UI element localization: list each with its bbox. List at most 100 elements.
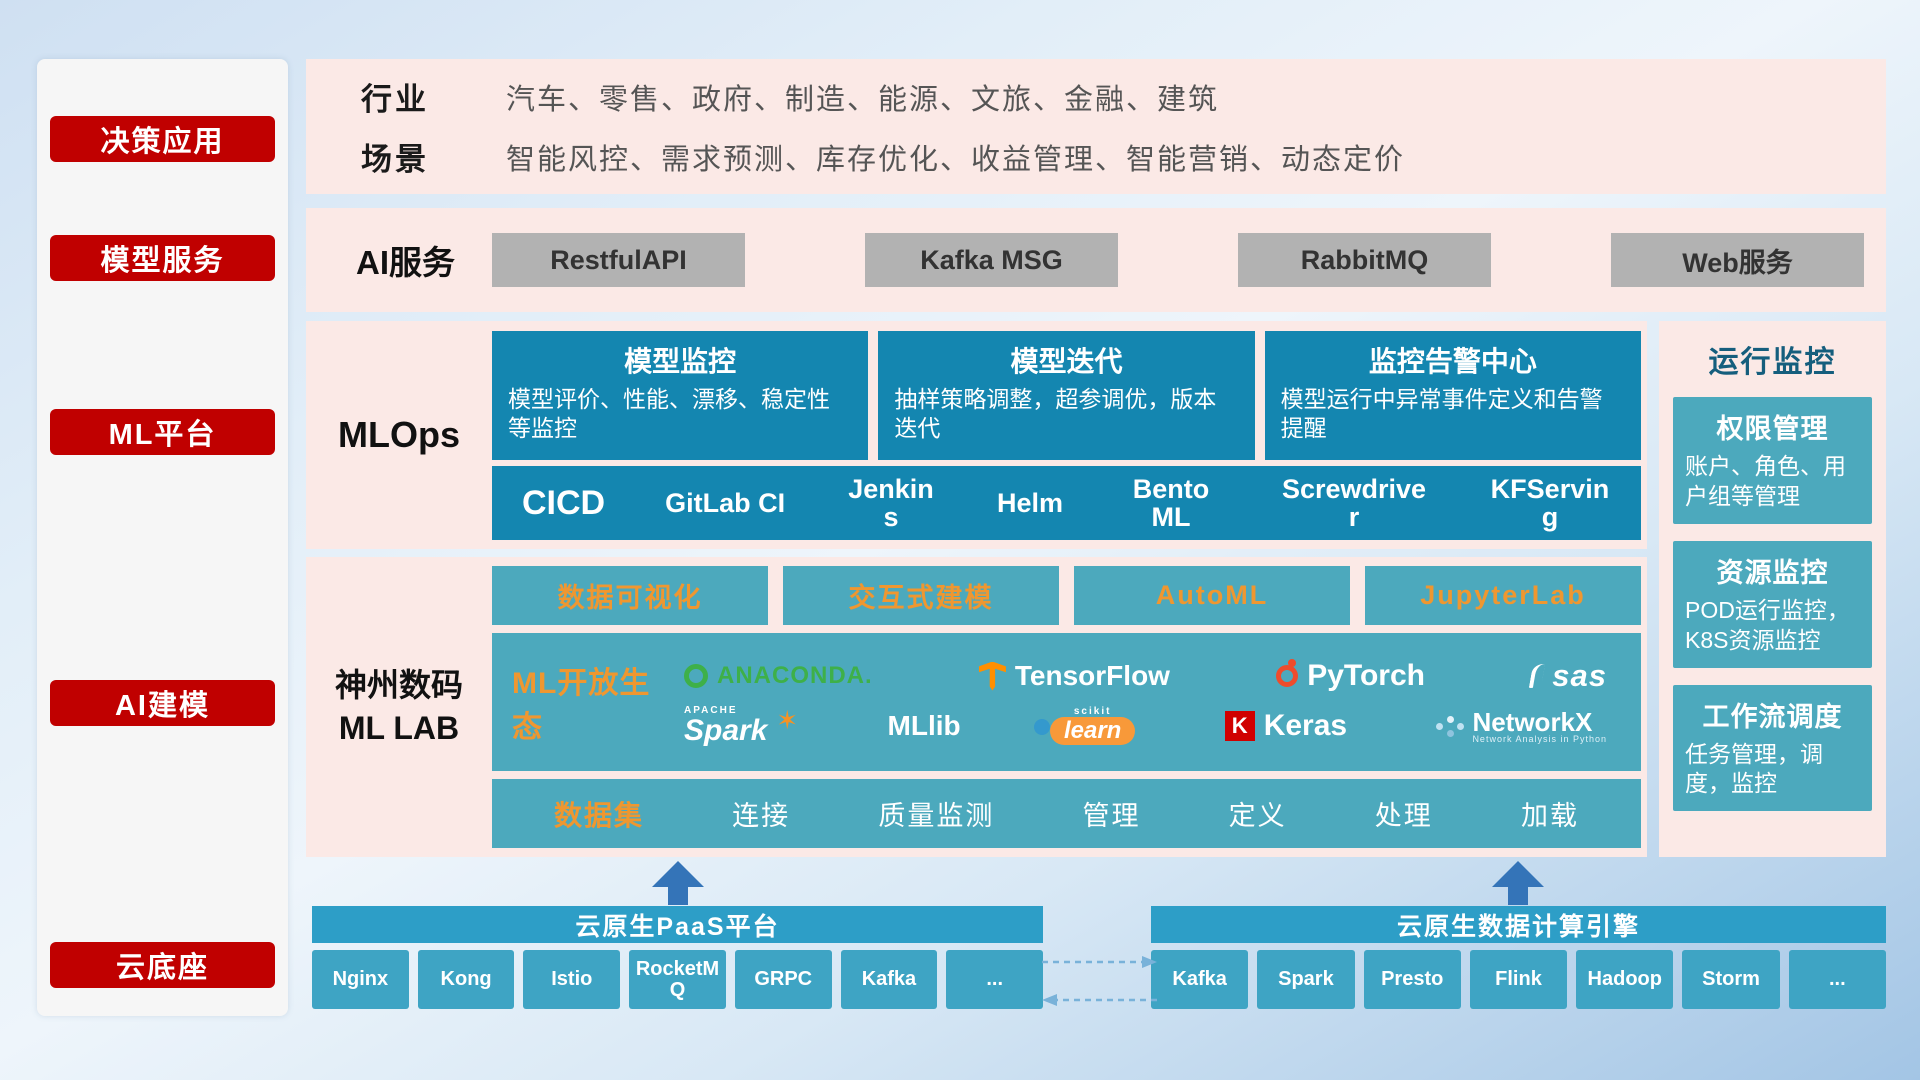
pytorch-label: PyTorch (1307, 659, 1425, 692)
networkx-label: NetworkX (1472, 706, 1593, 737)
data-visualization-button: 数据可视化 (492, 566, 768, 625)
arrow-head (652, 861, 704, 887)
dataset-row: 数据集 连接 质量监测 管理 定义 处理 加载 (492, 779, 1641, 848)
model-monitoring-card: 模型监控 模型评价、性能、漂移、稳定性等监控 (492, 331, 869, 460)
dataset-item-quality: 质量监测 (878, 801, 995, 831)
card-title: 权限管理 (1716, 414, 1829, 444)
kfserving-item: KFServing (1490, 473, 1610, 532)
scenario-label: 场景 (361, 142, 429, 177)
dashed-arrow-left-icon (1042, 994, 1157, 1006)
card-desc: 账户、角色、用户组等管理 (1685, 453, 1846, 509)
web-service-button: Web服务 (1611, 233, 1864, 287)
scikit-circle-icon (1033, 719, 1050, 735)
paas-stack: 云原生PaaS平台 Nginx Kong Istio RocketMQ GRPC… (312, 906, 1044, 1009)
card-desc: 模型评价、性能、漂移、稳定性等监控 (508, 386, 830, 442)
kong-chip: Kong (417, 950, 515, 1009)
sidebar-item-model-service: 模型服务 (50, 235, 275, 281)
tensorflow-logo: TensorFlow (978, 660, 1170, 692)
helm-item: Helm (997, 487, 1064, 518)
sidebar-item-decision-application: 决策应用 (50, 116, 275, 162)
keras-logo: K Keras (1224, 709, 1348, 743)
scenario-row: 场景 智能风控、需求预测、库存优化、收益管理、智能营销、动态定价 (361, 134, 1886, 179)
storm-chip: Storm (1682, 950, 1780, 1009)
spark-chip: Spark (1257, 950, 1355, 1009)
pytorch-flame-icon (1276, 659, 1299, 687)
istio-chip: Istio (523, 950, 621, 1009)
spark-logo: APACHE Spark ✶ (684, 705, 798, 746)
scenario-list: 智能风控、需求预测、库存优化、收益管理、智能营销、动态定价 (506, 143, 1406, 176)
sidebar-item-ai-modeling: AI建模 (50, 680, 275, 726)
sidebar-item-cloud-base: 云底座 (50, 942, 275, 988)
hadoop-chip: Hadoop (1576, 950, 1674, 1009)
sas-logo: sas (1529, 658, 1607, 694)
arrow-head (1492, 861, 1544, 887)
card-title: 模型迭代 (1010, 346, 1123, 377)
ml-ecosystem-block: ML开放生态 ANACONDA. TensorFlow (492, 633, 1641, 771)
keras-label: Keras (1263, 709, 1348, 742)
engine-components: Kafka Spark Presto Flink Hadoop Storm ..… (1151, 950, 1886, 1009)
screwdriver-item: Screwdriver (1281, 473, 1427, 532)
data-engine-stack: 云原生数据计算引擎 Kafka Spark Presto Flink Hadoo… (1151, 906, 1886, 1009)
dataset-item-define: 定义 (1228, 801, 1287, 831)
paas-title-bar: 云原生PaaS平台 (312, 906, 1043, 943)
paas-components: Nginx Kong Istio RocketMQ GRPC Kafka ... (312, 950, 1044, 1009)
ai-service-label: AI服务 (356, 244, 455, 281)
runtime-monitor-panel: 运行监控 权限管理 账户、角色、用户组等管理 资源监控 POD运行监控，K8S资… (1659, 321, 1886, 857)
nginx-chip: Nginx (312, 950, 409, 1009)
card-desc: 模型运行中异常事件定义和告警提醒 (1280, 386, 1603, 442)
scikit-learn-logo: scikit learn (1033, 706, 1136, 745)
presto-chip: Presto (1363, 950, 1461, 1009)
mlops-content: 模型监控 模型评价、性能、漂移、稳定性等监控 模型迭代 抽样策略调整，超参调优，… (492, 321, 1647, 549)
flink-chip: Flink (1469, 950, 1568, 1009)
spark-text: APACHE Spark (684, 706, 767, 746)
interactive-modeling-button: 交互式建模 (783, 566, 1059, 625)
anaconda-label: ANACONDA. (717, 662, 873, 689)
dataset-item-load: 加载 (1520, 801, 1579, 831)
card-title: 工作流调度 (1702, 701, 1843, 732)
scikit-learn-label: learn (1049, 717, 1136, 745)
bentoml-item: BentoML (1132, 473, 1210, 532)
anaconda-logo: ANACONDA. (684, 662, 873, 690)
permission-management-card: 权限管理 账户、角色、用户组等管理 (1673, 397, 1872, 524)
mllib-label: MLlib (887, 710, 961, 741)
ml-ecosystem-label: ML开放生态 (512, 667, 651, 744)
arrow-stem (1508, 887, 1528, 905)
scikit-wrap: scikit learn (1033, 706, 1136, 745)
rocketmq-chip: RocketMQ (629, 950, 726, 1009)
mllab-content: 数据可视化 交互式建模 AutoML JupyterLab ML开放生态 ANA… (492, 557, 1647, 857)
up-arrow-icon (652, 861, 704, 905)
rabbitmq-button: RabbitMQ (1238, 233, 1491, 287)
mllab-tools-row: 数据可视化 交互式建模 AutoML JupyterLab (492, 566, 1641, 625)
mllab-band: 神州数码 ML LAB 数据可视化 交互式建模 AutoML JupyterLa… (306, 557, 1647, 857)
arrow-stem (668, 887, 688, 905)
sidebar-item-ml-platform: ML平台 (50, 409, 275, 455)
tensorflow-t-icon (978, 661, 1006, 691)
more-chip: ... (1788, 950, 1886, 1009)
sas-swirl-icon (1529, 662, 1546, 690)
mlops-label: MLOps (338, 414, 460, 455)
anaconda-ring-icon (684, 664, 708, 688)
gitlab-ci-item: GitLab CI (665, 487, 786, 518)
dataset-item-connect: 连接 (732, 801, 791, 831)
card-desc: POD运行监控，K8S资源监控 (1685, 596, 1850, 653)
card-desc: 任务管理，调度，监控 (1685, 740, 1823, 797)
runtime-monitor-title: 运行监控 (1708, 346, 1837, 379)
sas-label: sas (1552, 658, 1607, 693)
mllab-label: 神州数码 ML LAB (306, 557, 492, 857)
ecosystem-logos: ANACONDA. TensorFlow PyTorch sas (670, 658, 1621, 746)
spark-label: Spark (684, 714, 768, 747)
dataset-item-process: 处理 (1374, 801, 1433, 831)
alert-center-card: 监控告警中心 模型运行中异常事件定义和告警提醒 (1264, 331, 1641, 460)
resource-monitor-card: 资源监控 POD运行监控，K8S资源监控 (1673, 540, 1872, 668)
mlops-cards: 模型监控 模型评价、性能、漂移、稳定性等监控 模型迭代 抽样策略调整，超参调优，… (492, 331, 1641, 460)
industry-list: 汽车、零售、政府、制造、能源、文旅、金融、建筑 (506, 83, 1220, 116)
cicd-title: CICD (522, 483, 606, 522)
card-title: 监控告警中心 (1368, 346, 1537, 377)
keras-k-icon: K (1224, 711, 1255, 741)
up-arrow-icon (1492, 861, 1544, 905)
networkx-nodes-icon (1436, 722, 1444, 730)
logo-row-2: APACHE Spark ✶ MLlib scikit (670, 705, 1621, 746)
grpc-chip: GRPC (734, 950, 832, 1009)
scikit-sub-label: scikit (1073, 706, 1112, 717)
